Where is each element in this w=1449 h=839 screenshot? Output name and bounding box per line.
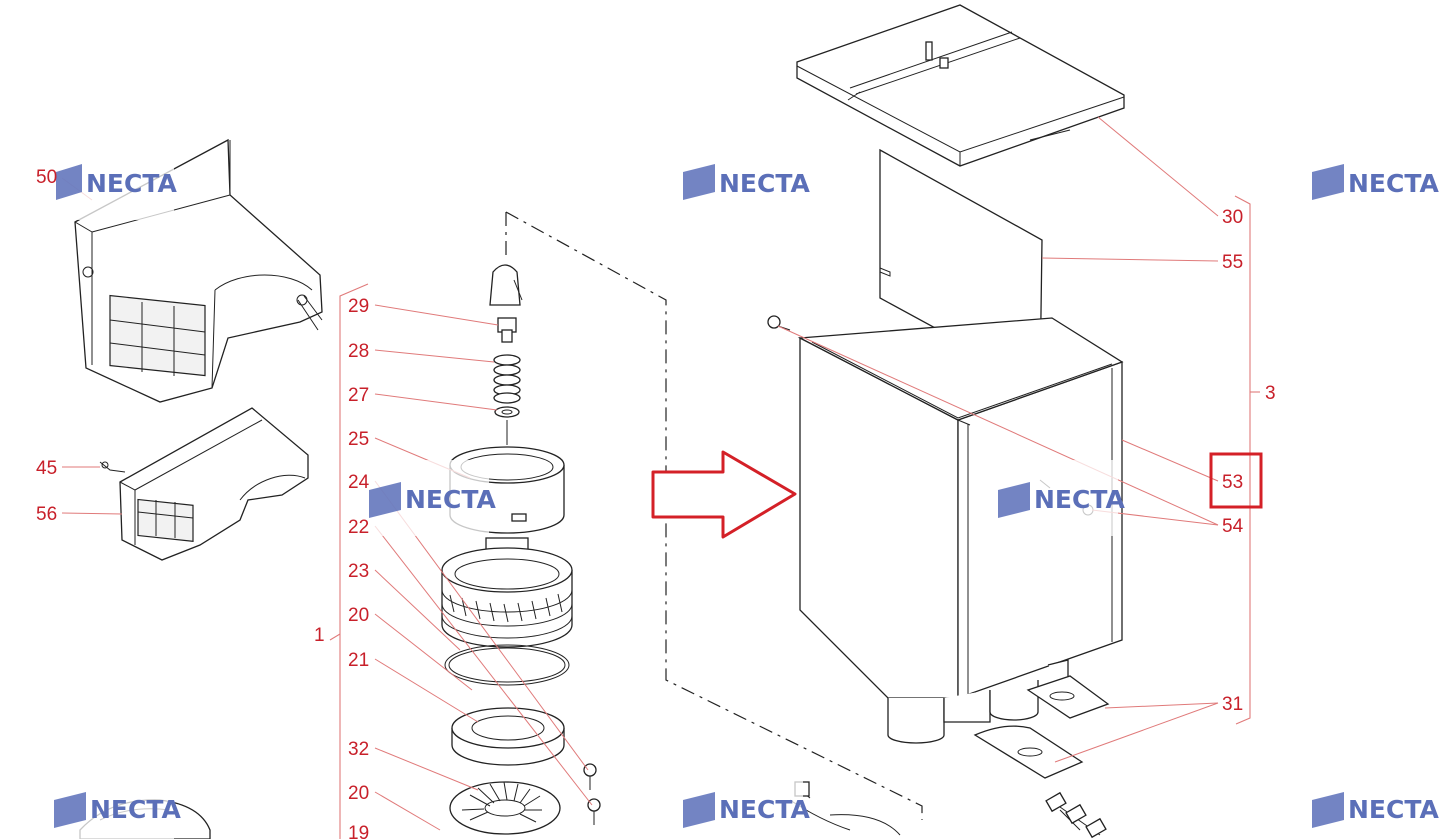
- label-32: 32: [348, 739, 369, 760]
- svg-text:NECTA: NECTA: [1348, 795, 1439, 824]
- label-20b: 20: [348, 783, 369, 804]
- svg-text:NECTA: NECTA: [719, 169, 810, 198]
- svg-text:NECTA: NECTA: [1348, 169, 1439, 198]
- watermark-top-left: NECTA: [46, 144, 177, 220]
- label-25: 25: [348, 429, 369, 450]
- label-53: 53: [1222, 472, 1243, 493]
- label-22: 22: [348, 517, 369, 538]
- label-19: 19: [348, 823, 369, 839]
- label-1: 1: [314, 625, 325, 646]
- group-3-bracket: [1234, 195, 1260, 725]
- part-labels: 50 45 56 29 28 27 25 24 22 23 20 21 32 2…: [36, 167, 1276, 839]
- watermark-bottom-center: NECTA: [675, 772, 810, 839]
- label-24: 24: [348, 472, 370, 493]
- leader-lines: [61, 116, 1219, 831]
- watermark-mid-left: NECTA: [361, 460, 496, 536]
- label-30: 30: [1222, 207, 1243, 228]
- label-21: 21: [348, 650, 369, 671]
- watermark-top-right: NECTA: [1304, 144, 1439, 220]
- part-56-tray: [99, 407, 309, 561]
- label-29: 29: [348, 296, 369, 317]
- hopper-assembly: [767, 4, 1125, 839]
- svg-text:NECTA: NECTA: [86, 169, 177, 198]
- label-3: 3: [1265, 383, 1276, 404]
- label-55: 55: [1222, 252, 1243, 273]
- label-56: 56: [36, 504, 57, 525]
- label-23: 23: [348, 561, 369, 582]
- svg-text:NECTA: NECTA: [719, 795, 810, 824]
- label-27: 27: [348, 385, 369, 406]
- label-50: 50: [36, 167, 57, 188]
- label-20a: 20: [348, 605, 369, 626]
- label-54: 54: [1222, 516, 1244, 537]
- svg-text:NECTA: NECTA: [1034, 485, 1125, 514]
- label-45: 45: [36, 458, 57, 479]
- group-1-bracket: [329, 283, 369, 839]
- watermark-top-center: NECTA: [675, 144, 810, 220]
- watermark-bottom-right: NECTA: [1304, 772, 1439, 839]
- svg-text:NECTA: NECTA: [405, 485, 496, 514]
- label-28: 28: [348, 341, 369, 362]
- svg-text:NECTA: NECTA: [90, 795, 181, 824]
- direction-arrow: [651, 450, 797, 539]
- highlight-box-53: [1209, 452, 1263, 509]
- label-31: 31: [1222, 694, 1243, 715]
- watermark-bottom-left: NECTA: [46, 772, 181, 839]
- watermark-mid-right: NECTA: [990, 460, 1125, 536]
